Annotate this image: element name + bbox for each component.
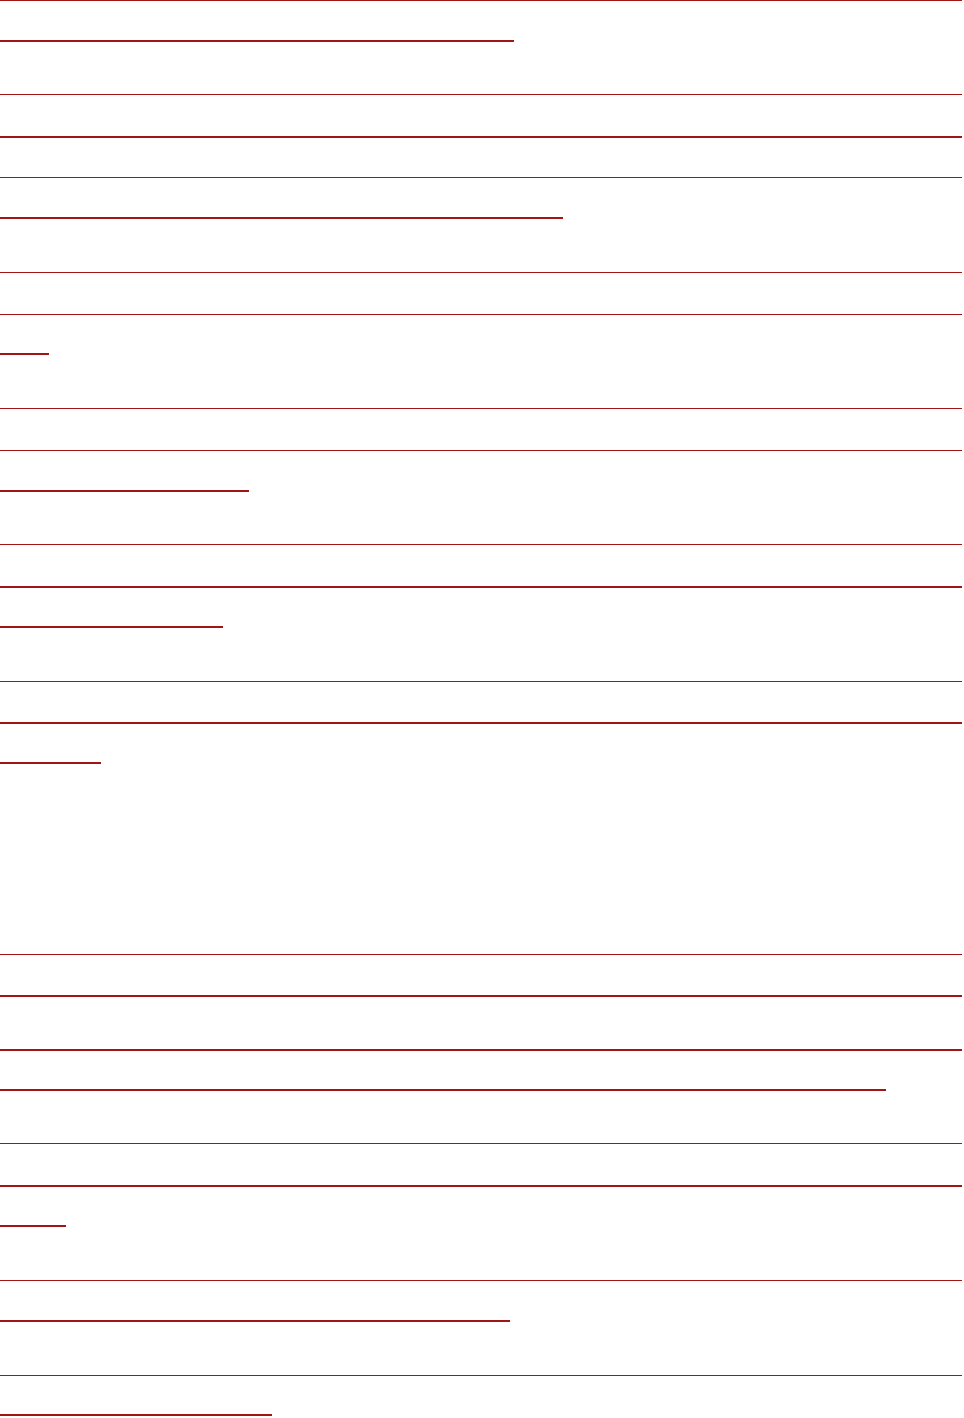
- link-underline[interactable]: [0, 626, 223, 628]
- divider-rule: [0, 0, 962, 1]
- link-underline[interactable]: [0, 1089, 886, 1091]
- divider-rule: [0, 1375, 962, 1376]
- divider-rule: [0, 450, 962, 451]
- divider-rule: [0, 586, 962, 588]
- link-underline[interactable]: [0, 1225, 66, 1227]
- link-underline[interactable]: [0, 40, 514, 42]
- link-underline[interactable]: [0, 217, 563, 219]
- divider-rule: [0, 177, 962, 178]
- divider-rule: [0, 408, 962, 409]
- link-underline[interactable]: [0, 1414, 272, 1416]
- divider-rule: [0, 954, 962, 955]
- divider-rule: [0, 1280, 962, 1281]
- divider-rule: [0, 1143, 962, 1144]
- link-underline[interactable]: [0, 353, 49, 355]
- divider-rule: [0, 995, 962, 997]
- divider-rule: [0, 722, 962, 724]
- divider-rule: [0, 1185, 962, 1187]
- divider-rule: [0, 272, 962, 273]
- divider-rule: [0, 136, 962, 138]
- divider-rule: [0, 681, 962, 682]
- divider-rule: [0, 314, 962, 315]
- divider-rule: [0, 1049, 962, 1051]
- link-underline[interactable]: [0, 762, 101, 764]
- link-underline[interactable]: [0, 490, 249, 492]
- divider-rule: [0, 94, 962, 95]
- link-underline[interactable]: [0, 1320, 510, 1322]
- divider-rule: [0, 544, 962, 545]
